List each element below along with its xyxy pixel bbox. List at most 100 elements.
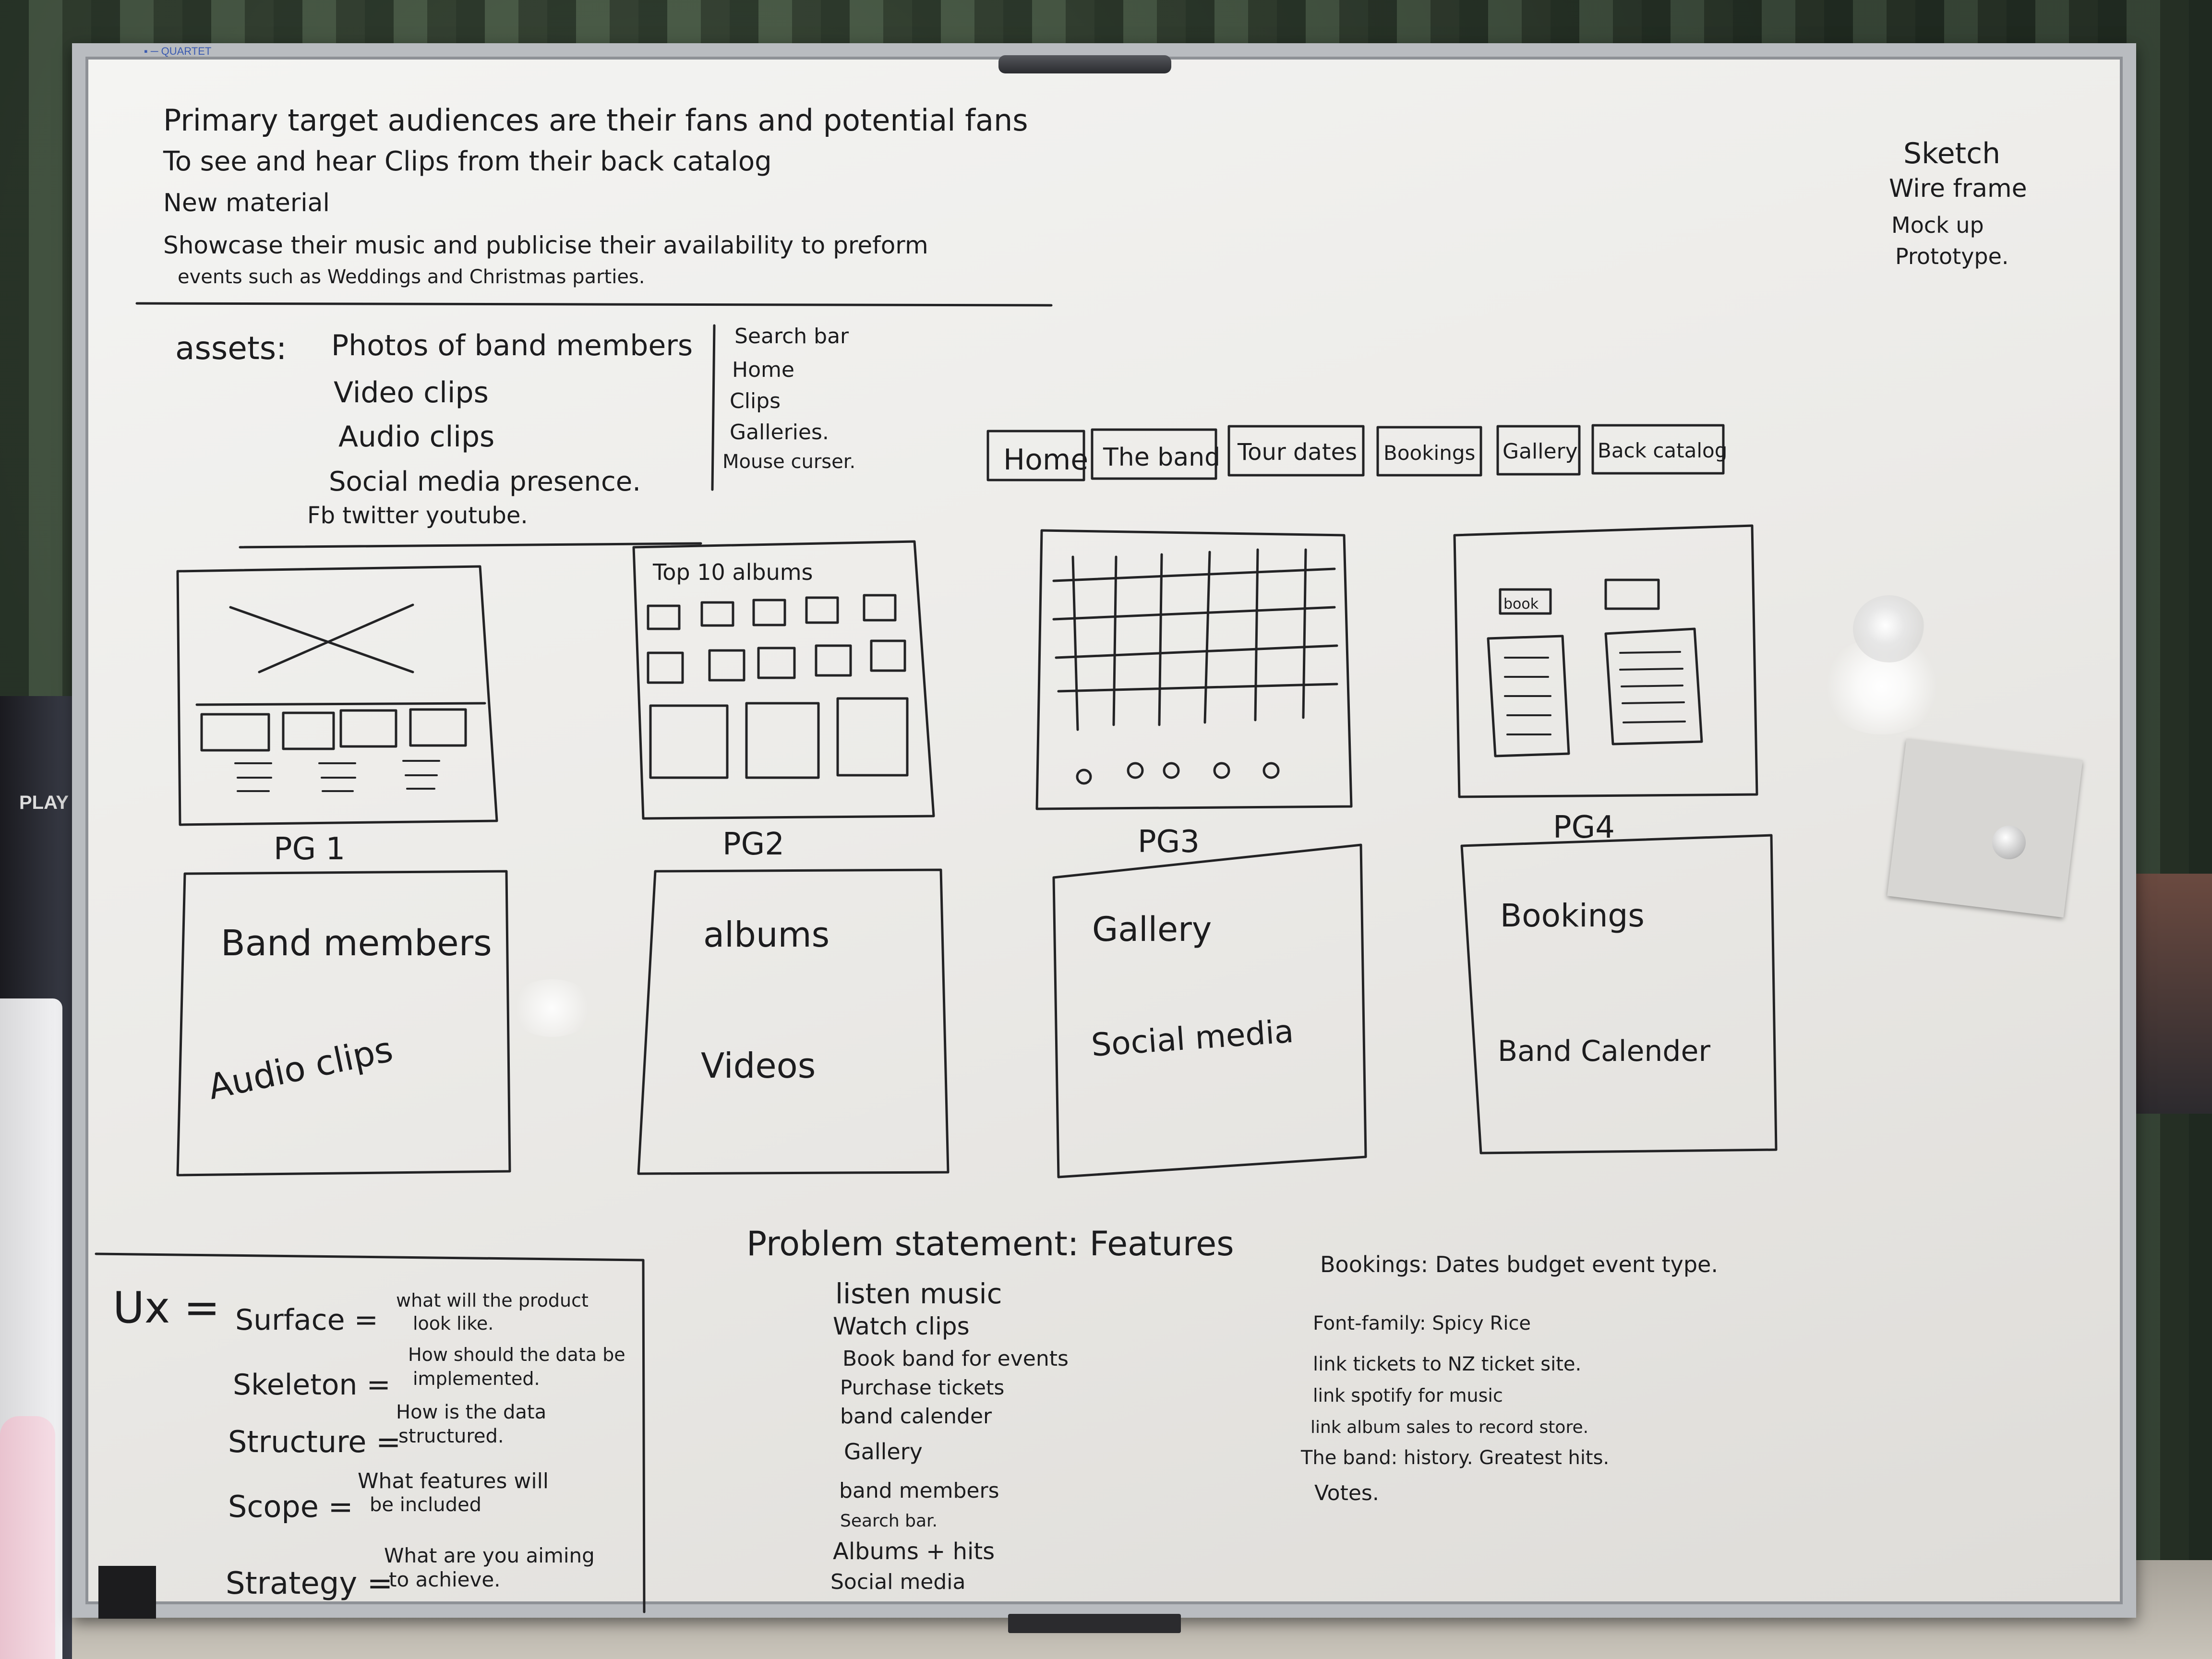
clear-magnet: [1853, 595, 1925, 662]
content-box-pg4: Bookings Band Calender: [1460, 834, 1778, 1154]
nav-button-tour-dates: Tour dates: [1227, 425, 1365, 477]
chair-logo: PLAY: [19, 792, 69, 813]
ux-desc: What are you aiming: [384, 1544, 595, 1567]
content-item: Gallery: [1092, 910, 1212, 949]
wireframe-pg3: PG3: [1035, 529, 1353, 860]
asset-item: Fb twitter youtube.: [307, 502, 528, 529]
wireframe-label: PG4: [1553, 810, 1615, 845]
light-glare: [509, 979, 595, 1037]
magnet: [1992, 826, 2026, 859]
wireframe-label: PG2: [722, 827, 784, 862]
ui-element-item: Galleries.: [730, 420, 829, 445]
header-note: events such as Weddings and Christmas pa…: [178, 266, 645, 288]
feature-item: Gallery: [844, 1439, 923, 1465]
ux-desc: structured.: [398, 1425, 504, 1447]
ux-desc: what will the product: [396, 1290, 589, 1311]
ui-element-item: Home: [732, 358, 794, 382]
ux-desc: How is the data: [396, 1401, 546, 1423]
svg-text:Home: Home: [1003, 443, 1088, 477]
feature-item: Book band for events: [842, 1346, 1069, 1371]
right-note: link tickets to NZ ticket site.: [1313, 1353, 1581, 1375]
right-notes: Bookings: Dates budget event type. Font-…: [1300, 1251, 1718, 1505]
content-box-pg2: albums Videos: [637, 868, 950, 1175]
assets-label: assets:: [175, 330, 287, 367]
marker-pen: [998, 55, 1171, 73]
svg-text:The band: The band: [1103, 443, 1220, 472]
header-divider: [135, 302, 1053, 307]
content-item: Band Calender: [1498, 1034, 1710, 1068]
ux-term: Scope =: [228, 1489, 353, 1524]
header-note: Primary target audiences are their fans …: [163, 103, 1028, 138]
ux-desc: How should the data be: [408, 1344, 625, 1365]
design-stage: Wire frame: [1889, 174, 2027, 203]
asset-item: Audio clips: [338, 420, 494, 454]
header-notes: Primary target audiences are their fans …: [163, 103, 1028, 288]
asset-item: Social media presence.: [329, 466, 641, 497]
ux-term: Surface =: [235, 1303, 378, 1337]
nav-button-back-catalog: Back catalog: [1591, 424, 1727, 475]
content-item: Videos: [701, 1046, 816, 1086]
nav-button-gallery: Gallery: [1496, 425, 1581, 476]
design-stage: Mock up: [1891, 212, 1984, 238]
ux-term: Strategy =: [226, 1566, 393, 1601]
feature-item: Watch clips: [833, 1312, 970, 1340]
header-note: To see and hear Clips from their back ca…: [163, 146, 772, 177]
ui-element-item: Search bar: [734, 324, 849, 349]
asset-item: Video clips: [334, 376, 489, 409]
ux-section: Ux = Surface = what will the product loo…: [95, 1252, 646, 1613]
nav-button-home: Home: [986, 430, 1088, 481]
design-stage: Prototype.: [1895, 243, 2009, 269]
asset-item: Photos of band members: [331, 329, 693, 362]
ui-element-item: Clips: [730, 389, 781, 413]
content-item: Band members: [221, 923, 492, 964]
feature-item: Purchase tickets: [840, 1376, 1004, 1399]
assets-section: assets: Photos of band members Video cli…: [175, 329, 693, 529]
right-note: link album sales to record store.: [1310, 1418, 1588, 1437]
feature-item: Social media: [830, 1570, 966, 1594]
feature-item: band calender: [840, 1404, 992, 1429]
svg-text:Bookings: Bookings: [1383, 441, 1475, 465]
problem-title: Problem statement: Features: [746, 1224, 1234, 1263]
wireframe-label: PG3: [1138, 824, 1200, 860]
right-note: link spotify for music: [1313, 1385, 1503, 1406]
wireframe-pg4: book PG4: [1453, 524, 1758, 845]
assets-divider: [711, 324, 716, 491]
problem-statement: Problem statement: Features listen music…: [746, 1224, 1234, 1594]
wireframe-pg1: PG 1: [176, 565, 498, 867]
ux-desc: to achieve.: [389, 1568, 501, 1591]
content-box-pg3: Gallery Social media: [1052, 843, 1367, 1178]
content-item: Bookings: [1500, 897, 1645, 934]
ux-desc: implemented.: [413, 1368, 540, 1389]
ux-term: Structure =: [228, 1424, 401, 1459]
sticky-note: [1887, 738, 2083, 918]
right-note: Bookings: Dates budget event type.: [1320, 1251, 1718, 1277]
design-stage: Sketch: [1903, 137, 2000, 170]
svg-text:Gallery: Gallery: [1503, 439, 1578, 464]
right-note: Votes.: [1314, 1481, 1379, 1505]
header-note: New material: [163, 189, 330, 217]
ux-desc: What features will: [358, 1469, 549, 1493]
content-item: Social media: [1090, 1013, 1295, 1064]
chair-right: [2131, 874, 2212, 1114]
wireframe-pg2: Top 10 albums PG2: [632, 540, 935, 862]
header-note: Showcase their music and publicise their…: [163, 231, 928, 259]
ux-desc: look like.: [413, 1313, 493, 1334]
feature-item: Search bar.: [840, 1511, 938, 1531]
wireframe-header: Top 10 albums: [652, 559, 813, 585]
board-brand-label: ▪ ─ QUARTET: [144, 45, 212, 57]
assets-underline: [239, 542, 702, 549]
ui-element-item: Mouse curser.: [722, 451, 855, 473]
marker-tray: [1008, 1614, 1181, 1633]
right-note: The band: history. Greatest hits.: [1300, 1447, 1609, 1469]
ux-title: Ux =: [113, 1283, 220, 1333]
wireframe-label: PG 1: [274, 831, 345, 867]
right-note: Font-family: Spicy Rice: [1313, 1312, 1531, 1334]
svg-text:Tour dates: Tour dates: [1237, 439, 1357, 466]
nav-button-bookings: Bookings: [1376, 426, 1482, 477]
ui-elements-list: Search bar Home Clips Galleries. Mouse c…: [722, 324, 855, 473]
wireframe-badge: book: [1503, 596, 1539, 613]
board-eraser: [98, 1566, 156, 1619]
feature-item: Albums + hits: [833, 1538, 995, 1565]
ux-desc: be included: [370, 1494, 481, 1516]
nav-button-the-band: The band: [1091, 428, 1220, 480]
